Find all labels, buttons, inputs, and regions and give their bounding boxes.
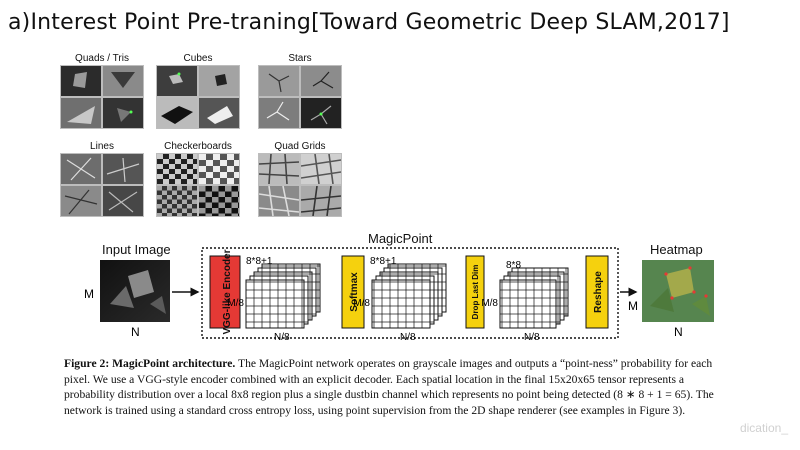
magicpoint-diagram: Input Image MagicPoint Heatmap M N VGG-l…: [84, 231, 714, 343]
sample-image: [258, 65, 342, 129]
heatmap-dim-m: M: [628, 299, 638, 313]
heatmap-label: Heatmap: [650, 242, 703, 257]
heatmap-dim-n: N: [674, 325, 683, 339]
tensor-2: [371, 263, 447, 329]
sample-label: Quads / Tris: [75, 53, 129, 64]
sample-checkerboards: Checkerboards: [156, 140, 240, 217]
slide-title: a)Interest Point Pre-traning[Toward Geom…: [8, 10, 730, 35]
vgg-encoder-label: VGG-like Encoder: [222, 249, 233, 334]
tensor3-depth: 8*8: [506, 260, 521, 271]
sample-quads-tris: Quads / Tris: [60, 52, 144, 129]
caption-math: 8 ∗ 8 + 1 = 65: [617, 388, 687, 401]
sample-label: Stars: [288, 53, 312, 64]
input-image-label: Input Image: [102, 242, 171, 257]
sample-label: Checkerboards: [164, 141, 232, 152]
caption-text-2: ). The network is trained using a standa…: [64, 388, 714, 417]
watermark: dication_: [739, 421, 788, 435]
figure-caption: Figure 2: MagicPoint architecture. The M…: [64, 356, 732, 418]
sample-image: [60, 153, 144, 217]
tensor2-m8: M/8: [353, 298, 370, 309]
caption-text-1: The MagicPoint network operates on grays…: [64, 357, 713, 401]
softmax-block: [341, 255, 365, 329]
tensor3-n8: N/8: [524, 332, 540, 343]
tensor3-m8: M/8: [481, 298, 498, 309]
synthetic-shapes-grid: Quads / Tris Cubes Stars Lines: [60, 52, 360, 227]
tensor-1: [245, 263, 321, 329]
sample-quad-grids: Quad Grids: [258, 140, 342, 217]
drop-last-dim-label: Drop Last Dim: [471, 265, 480, 320]
tensor-3: [499, 267, 569, 329]
architecture-figure: Input Image MagicPoint Heatmap M N VGG-l…: [62, 226, 732, 446]
sample-stars: Stars: [258, 52, 342, 129]
input-dim-n: N: [131, 325, 140, 339]
reshape-label: Reshape: [593, 271, 604, 313]
sample-image: [156, 153, 240, 217]
reshape-block: [585, 255, 609, 329]
tensor1-m8: M/8: [227, 298, 244, 309]
tensor1-n8: N/8: [274, 332, 290, 343]
input-dim-m: M: [84, 287, 94, 301]
sample-lines: Lines: [60, 140, 144, 217]
input-image: [100, 260, 170, 322]
heatmap-image: [642, 260, 714, 322]
sample-cubes: Cubes: [156, 52, 240, 129]
magicpoint-box: [201, 247, 619, 339]
sample-image: [258, 153, 342, 217]
caption-figure-label: Figure 2: MagicPoint architecture.: [64, 357, 236, 370]
sample-image: [60, 65, 144, 129]
tensor2-n8: N/8: [400, 332, 416, 343]
vgg-encoder-block: [209, 255, 241, 329]
sample-label: Quad Grids: [274, 141, 326, 152]
sample-label: Cubes: [183, 53, 213, 64]
softmax-label: Softmax: [349, 272, 360, 312]
tensor1-depth: 8*8+1: [246, 256, 273, 267]
tensor2-depth: 8*8+1: [370, 256, 397, 267]
magicpoint-label: MagicPoint: [368, 231, 433, 246]
sample-image: [156, 65, 240, 129]
sample-label: Lines: [90, 141, 114, 152]
drop-last-dim-block: [465, 255, 485, 329]
